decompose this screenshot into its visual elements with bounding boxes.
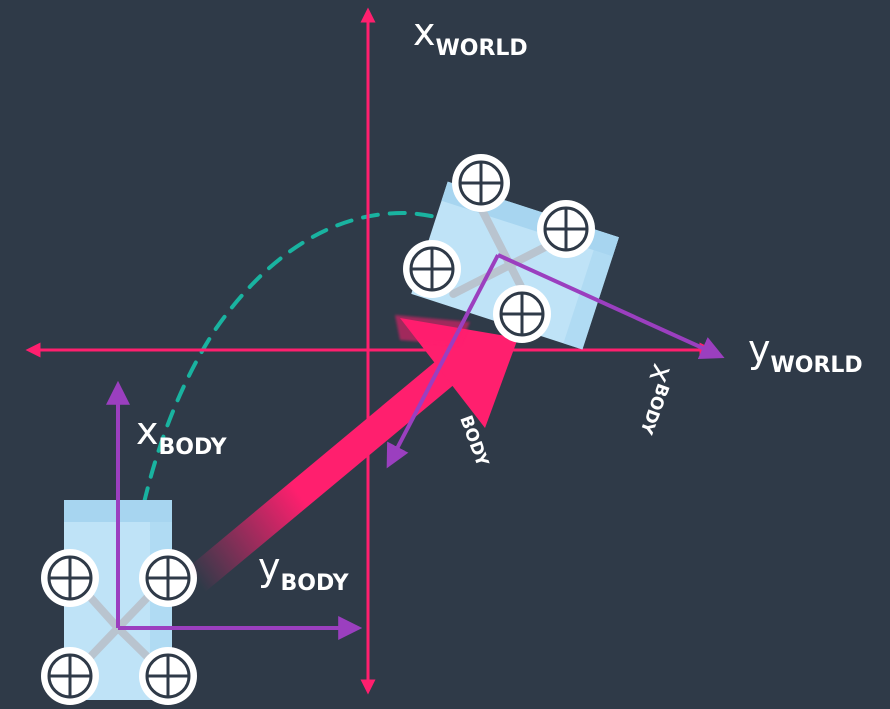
rotor-icon bbox=[401, 238, 463, 300]
quadcopter-icon bbox=[39, 547, 101, 609]
body-axes-end bbox=[386, 253, 725, 469]
displacement-arrow bbox=[185, 315, 518, 592]
body-axes-start bbox=[106, 380, 363, 640]
drone-start bbox=[39, 380, 363, 707]
x-world-label: xWORLD bbox=[413, 10, 528, 61]
world-axes bbox=[25, 7, 715, 695]
rotor-icon bbox=[39, 645, 101, 707]
rotor-icon bbox=[137, 547, 199, 609]
rotor-icon bbox=[491, 283, 553, 345]
x-body-start-label: xBODY bbox=[136, 409, 228, 460]
rotor-icon bbox=[535, 198, 597, 260]
displacement-arrowhead bbox=[400, 318, 518, 428]
quadcopter-icon bbox=[450, 152, 512, 214]
y-world-label: yWORLD bbox=[748, 327, 863, 378]
rotor-icon bbox=[137, 645, 199, 707]
y-body-axis-end bbox=[386, 254, 500, 469]
y-body-start-label: yBODY bbox=[258, 545, 350, 596]
x-body-end-label: xBODY bbox=[623, 359, 680, 438]
x-body-axis-end bbox=[497, 253, 725, 359]
